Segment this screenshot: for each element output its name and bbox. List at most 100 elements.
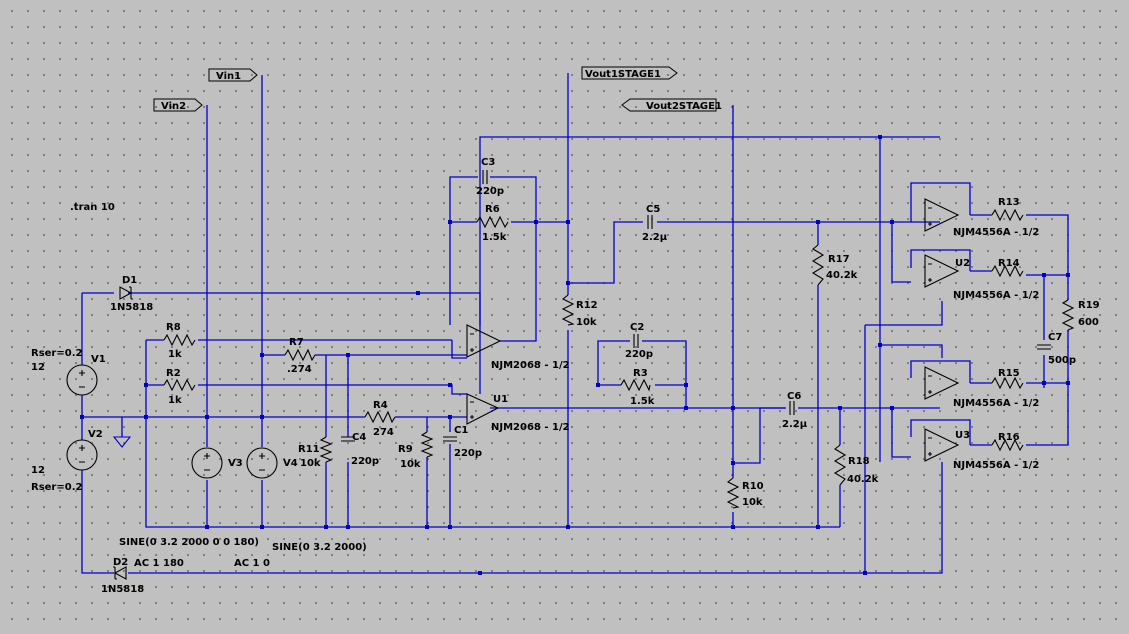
svg-text:220p: 220p <box>454 448 482 459</box>
svg-text:12: 12 <box>31 465 45 476</box>
voltage-source-v2[interactable]: V2 12 Rser=0.2 <box>31 429 103 493</box>
svg-text:Rser=0.2: Rser=0.2 <box>31 348 83 359</box>
svg-text:2.2µ: 2.2µ <box>642 232 668 243</box>
svg-text:40.2k: 40.2k <box>847 474 879 485</box>
opamp-u2[interactable]: U2 NJM4556A - 1/2 <box>924 254 1039 301</box>
svg-text:V3: V3 <box>228 458 243 469</box>
svg-text:R7: R7 <box>289 337 304 348</box>
capacitor-c6[interactable]: C62.2µ <box>782 391 808 430</box>
resistor-r3[interactable]: R3 1.5k <box>620 368 655 407</box>
svg-text:SINE(0 3.2 2000): SINE(0 3.2 2000) <box>272 542 367 553</box>
svg-text:Vout2STAGE1: Vout2STAGE1 <box>646 101 722 112</box>
svg-text:12: 12 <box>31 362 45 373</box>
svg-text:R16: R16 <box>998 432 1020 443</box>
svg-text:1.5k: 1.5k <box>630 396 655 407</box>
svg-text:Vin2: Vin2 <box>161 101 186 112</box>
net-label-vout2[interactable]: Vout2STAGE1 <box>621 98 722 112</box>
svg-text:R2: R2 <box>166 368 181 379</box>
svg-text:10k: 10k <box>300 458 321 469</box>
svg-text:1k: 1k <box>168 349 182 360</box>
svg-text:C4: C4 <box>352 432 366 443</box>
resistor-r6[interactable]: R61.5k <box>476 204 509 243</box>
svg-text:C3: C3 <box>481 157 495 168</box>
svg-text:1N5818: 1N5818 <box>101 584 144 595</box>
voltage-source-v1[interactable]: V1 Rser=0.2 12 <box>31 348 106 396</box>
capacitor-c7[interactable]: C7 500p <box>1037 332 1076 366</box>
opamp-u1b[interactable]: NJM2068 - 1/2 <box>466 324 570 371</box>
svg-text:C7: C7 <box>1048 332 1062 343</box>
svg-text:C2: C2 <box>630 322 644 333</box>
svg-text:U1: U1 <box>493 394 508 405</box>
svg-text:Vout1STAGE1: Vout1STAGE1 <box>585 69 661 80</box>
resistor-r13[interactable]: R13 <box>991 197 1024 222</box>
opamp-u2b[interactable]: NJM4556A - 1/2 <box>924 198 1039 238</box>
opamp-u3b[interactable]: NJM4556A - 1/2 <box>924 366 1039 409</box>
net-label-vin2[interactable]: Vin2 <box>153 98 203 112</box>
resistor-r14[interactable]: R14 <box>991 258 1024 278</box>
svg-text:40.2k: 40.2k <box>826 270 858 281</box>
svg-text:NJM4556A - 1/2: NJM4556A - 1/2 <box>953 227 1039 238</box>
svg-text:R10: R10 <box>742 481 764 492</box>
svg-text:Vin1: Vin1 <box>216 71 241 82</box>
svg-text:R9: R9 <box>398 444 413 455</box>
resistor-r16[interactable]: R16 <box>991 432 1024 452</box>
svg-text:U3: U3 <box>955 430 970 441</box>
svg-text:NJM2068 - 1/2: NJM2068 - 1/2 <box>491 360 570 371</box>
svg-text:AC 1 180: AC 1 180 <box>134 558 184 569</box>
svg-text:U2: U2 <box>955 258 970 269</box>
resistor-r4[interactable]: R4 274 <box>364 400 396 438</box>
capacitor-c5[interactable]: C5 2.2µ <box>642 204 668 243</box>
svg-text:NJM2068 - 1/2: NJM2068 - 1/2 <box>491 422 570 433</box>
svg-text:V4: V4 <box>283 458 298 469</box>
svg-text:1.5k: 1.5k <box>482 232 507 243</box>
svg-text:C5: C5 <box>646 204 660 215</box>
svg-text:10k: 10k <box>400 459 421 470</box>
svg-text:R4: R4 <box>373 400 388 411</box>
capacitor-c3[interactable]: C3 220p <box>476 157 504 197</box>
svg-text:V2: V2 <box>88 429 103 440</box>
svg-text:R3: R3 <box>633 368 648 379</box>
voltage-source-v3[interactable]: V3 SINE(0 3.2 2000 0 0 180) AC 1 180 <box>119 447 259 569</box>
svg-text:NJM4556A - 1/2: NJM4556A - 1/2 <box>953 290 1039 301</box>
svg-text:1N5818: 1N5818 <box>110 302 153 313</box>
resistor-r15[interactable]: R15 <box>991 368 1024 390</box>
svg-text:R18: R18 <box>848 456 870 467</box>
svg-text:R13: R13 <box>998 197 1020 208</box>
svg-text:.274: .274 <box>287 364 312 375</box>
capacitor-c1[interactable]: C1 220p <box>443 425 482 459</box>
resistor-r7[interactable]: R7 .274 <box>284 337 316 375</box>
ground-symbol <box>112 436 132 448</box>
svg-text:C6: C6 <box>787 391 801 402</box>
svg-text:R15: R15 <box>998 368 1020 379</box>
resistor-r8[interactable]: R8 1k <box>163 322 196 360</box>
opamp-u3[interactable]: U3 NJM4556A - 1/2 <box>924 428 1039 471</box>
svg-text:R8: R8 <box>166 322 181 333</box>
resistor-r18[interactable]: R18 40.2k <box>833 444 879 486</box>
svg-text:Rser=0.2: Rser=0.2 <box>31 482 83 493</box>
svg-text:V1: V1 <box>91 354 106 365</box>
opamp-u1[interactable]: U1 NJM2068 - 1/2 <box>466 393 570 433</box>
voltage-source-v4[interactable]: V4 SINE(0 3.2 2000) AC 1 0 <box>234 447 367 569</box>
svg-text:274: 274 <box>373 427 394 438</box>
net-label-vout1[interactable]: Vout1STAGE1 <box>581 66 678 80</box>
spice-directive[interactable]: .tran 10 <box>70 202 115 213</box>
svg-text:220p: 220p <box>476 186 504 197</box>
svg-text:NJM4556A - 1/2: NJM4556A - 1/2 <box>953 460 1039 471</box>
svg-text:R11: R11 <box>298 444 320 455</box>
svg-text:500p: 500p <box>1048 355 1076 366</box>
svg-text:C1: C1 <box>454 425 468 436</box>
svg-text:R12: R12 <box>576 300 598 311</box>
net-label-vin1[interactable]: Vin1 <box>208 68 258 82</box>
